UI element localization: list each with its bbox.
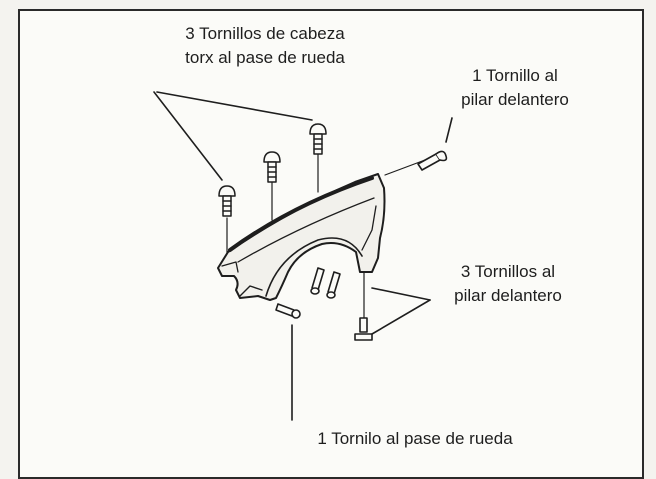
fender-panel [217,173,386,301]
torx-screw-3 [309,123,327,155]
pillar-screw-lower-1 [310,267,325,295]
pillar-screw-lower-2 [326,271,341,299]
leader-line-pillar-top [445,117,453,143]
label-wheel-arch-screw: 1 Tornilo al pase de rueda [317,429,513,448]
pillar-screw-top [417,150,448,171]
wheel-arch-screw [275,303,301,319]
leader-line-torx-right [156,91,313,121]
label-wheel-arch-screws: 3 Tornillos de cabeza torx al pase de ru… [130,22,400,70]
label-front-pillar-screw-line-2: pilar delantero [461,90,569,109]
fender-top-edge [228,176,374,252]
label-wheel-arch-screws-line-2: torx al pase de rueda [185,48,345,67]
label-front-pillar-screw: 1 Tornillo al pilar delantero [430,64,600,112]
fender-crease-line [237,197,375,263]
pillar-bolt [354,317,373,341]
label-front-pillar-screws: 3 Tornillos al pilar delantero [418,260,598,308]
top-screw-guide-line [384,159,426,176]
leader-line-torx-left [153,91,223,181]
fender-wheel-arch-lip [265,237,363,297]
fender-front-tab [221,261,239,273]
leader-line-pillar-lower [371,287,431,301]
fender-illustration [153,91,453,421]
diagram-stage: 3 Tornillos de cabeza torx al pase de ru… [18,9,644,479]
leader-lines [153,91,453,421]
leader-line-pillar-bolt [371,299,431,335]
torx-screw-2 [263,151,281,183]
torx-screw-1 [218,185,236,217]
fender-rear-flange [361,205,377,251]
label-wheel-arch-screws-line-1: 3 Tornillos de cabeza [185,24,345,43]
fender-mount-tab-lower [239,285,263,297]
label-front-pillar-screw-line-1: 1 Tornillo al [472,66,558,85]
label-front-pillar-screws-line-2: pilar delantero [454,286,562,305]
fender-outline [217,173,386,301]
label-front-pillar-screws-line-1: 3 Tornillos al [460,262,556,281]
